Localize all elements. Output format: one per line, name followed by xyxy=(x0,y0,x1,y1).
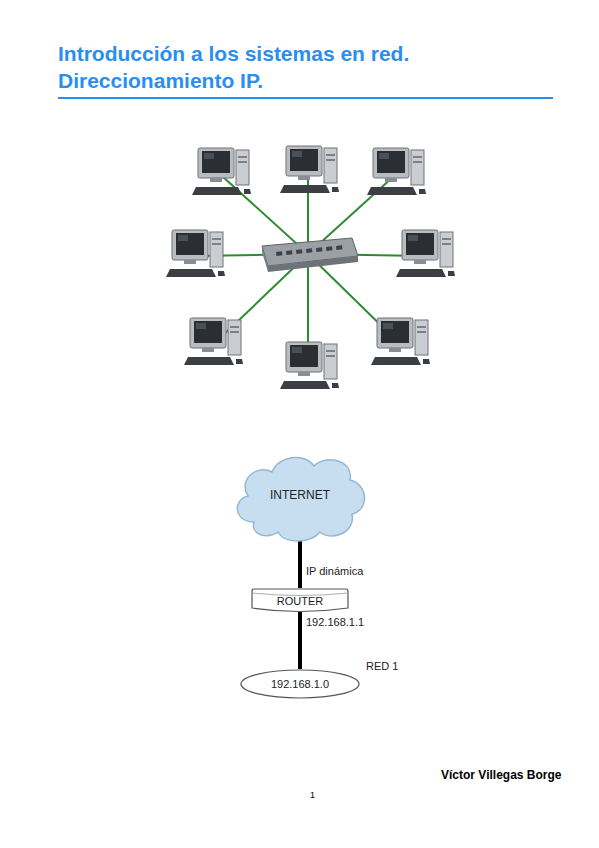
computer xyxy=(166,230,225,277)
computer xyxy=(280,146,339,193)
link-label: IP dinámica xyxy=(306,565,363,577)
network-ellipse: RED 1192.168.1.0 xyxy=(240,669,360,699)
node-heading: RED 1 xyxy=(366,660,398,672)
computer xyxy=(396,230,455,277)
router-outline xyxy=(252,589,348,612)
network-link xyxy=(298,612,302,669)
page-number: 1 xyxy=(310,790,315,800)
router-box: ROUTER xyxy=(251,588,349,613)
ellipse-outline xyxy=(241,670,359,698)
cloud-node: INTERNET xyxy=(232,452,368,542)
title-rule xyxy=(58,97,553,99)
computer xyxy=(192,148,251,195)
computer xyxy=(371,318,430,365)
network-switch xyxy=(262,238,358,272)
computer xyxy=(367,148,426,195)
node-label: ROUTER xyxy=(277,595,323,607)
cloud-outline xyxy=(237,457,364,541)
link-label: 192.168.1.1 xyxy=(306,616,364,628)
node-label: INTERNET xyxy=(270,488,330,502)
author-name: Víctor Villegas Borge xyxy=(441,768,562,782)
node-label: 192.168.1.0 xyxy=(271,678,329,690)
network-link xyxy=(298,541,302,588)
computer xyxy=(184,318,243,365)
computer xyxy=(280,342,339,389)
page-title: Introducción a los sistemas en red. Dire… xyxy=(58,40,458,94)
